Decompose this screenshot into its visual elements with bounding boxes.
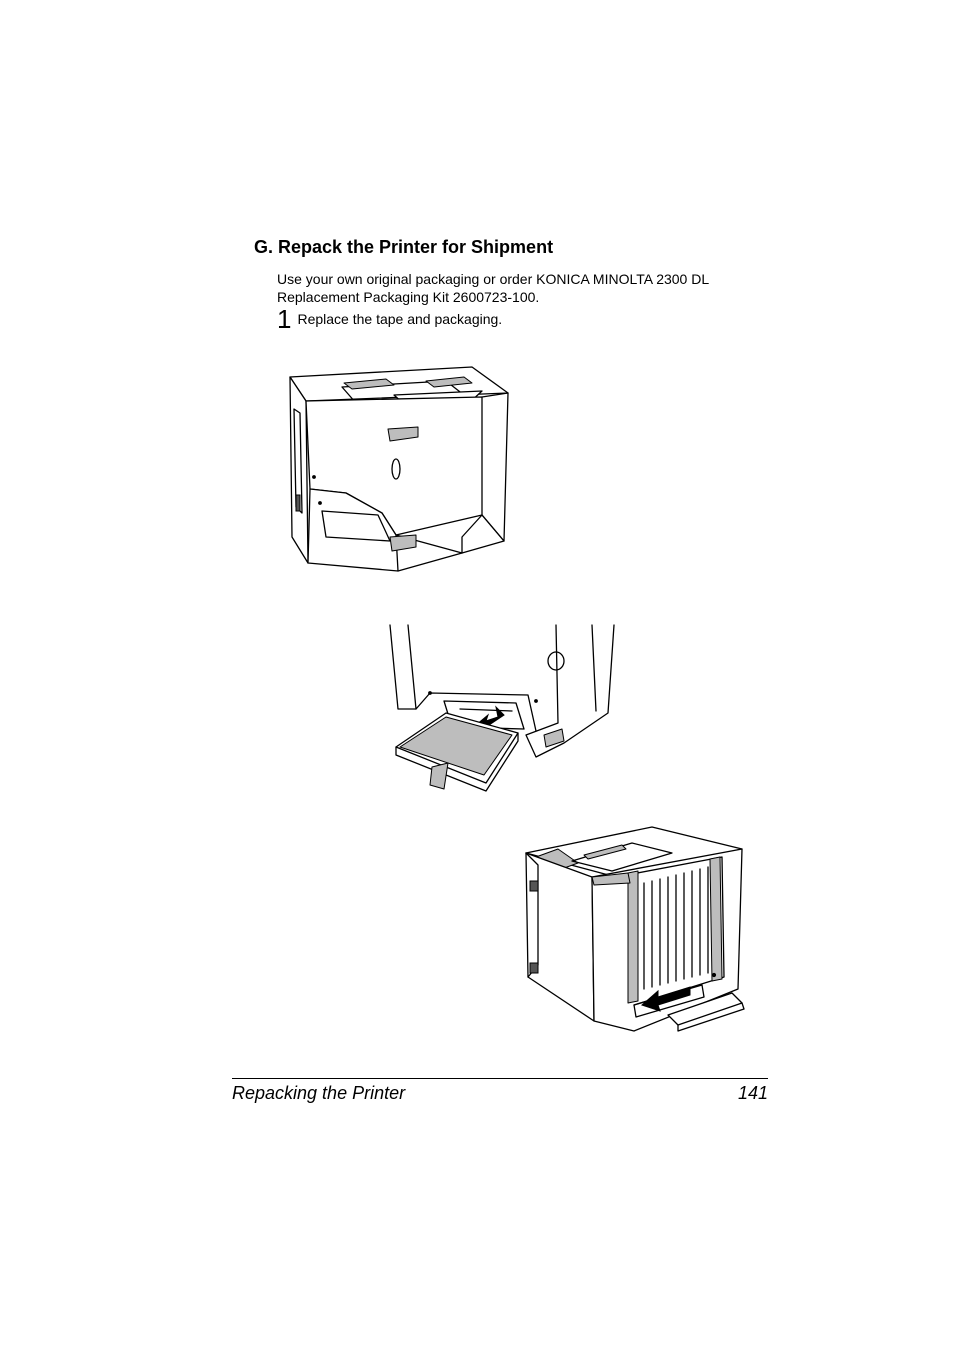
step-1: 1 Replace the tape and packaging. — [277, 306, 502, 332]
section-heading: G. Repack the Printer for Shipment — [254, 237, 554, 257]
footer-title: Repacking the Printer — [232, 1083, 406, 1103]
printer-front-illustration — [286, 365, 514, 575]
tray-insert-illustration — [386, 623, 618, 793]
step-number: 1 — [277, 304, 292, 334]
printer-rear-illustration — [522, 825, 746, 1037]
page-number: 141 — [737, 1083, 768, 1103]
intro-paragraph: Use your own original packaging or order… — [277, 271, 709, 305]
step-text: Replace the tape and packaging. — [297, 311, 503, 327]
footer-rule — [232, 1078, 768, 1079]
